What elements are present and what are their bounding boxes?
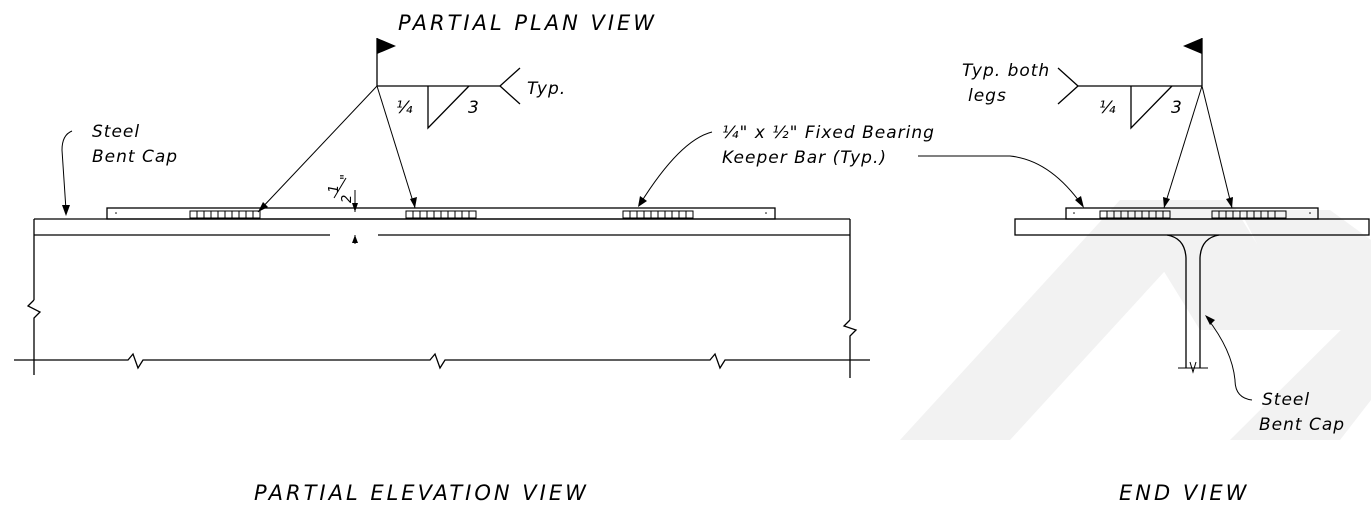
weld-size-end: ¼: [1099, 98, 1116, 118]
dim-denominator: 2: [340, 195, 355, 203]
end-weld-bead-1: [1099, 210, 1171, 219]
weld-length-elevation: 3: [468, 98, 480, 118]
end-cap-label-line2: Bent Cap: [1259, 415, 1345, 435]
keeper-bar-label-line2: Keeper Bar (Typ.): [722, 148, 887, 168]
weld-bead-2: [405, 210, 477, 219]
end-web: [1166, 234, 1220, 374]
weld-callout-end: [1057, 38, 1233, 209]
plan-view-title: PARTIAL PLAN VIEW: [398, 11, 657, 35]
watermark: [900, 200, 1371, 440]
keeper-bar-label-line1: ¼" x ½" Fixed Bearing: [722, 123, 935, 143]
field-weld-flag-icon: [377, 38, 396, 54]
cap-label-line1: Steel: [92, 122, 140, 142]
weld-callout-elevation: [257, 38, 521, 213]
weld-note-end-line1: Typ. both: [962, 61, 1050, 81]
cap-label-line2: Bent Cap: [92, 147, 178, 167]
keeper-bar-end: [1065, 207, 1319, 220]
keeper-bar-leader-elevation: [638, 131, 713, 207]
weld-length-end: 3: [1171, 98, 1183, 118]
weld-note-elevation: Typ.: [527, 79, 566, 99]
weld-size-elevation: ¼: [396, 98, 413, 118]
bent-cap-flange: [33, 218, 851, 236]
keeper-bar-elevation: [106, 207, 776, 220]
weld-bead-1: [189, 210, 261, 219]
end-view: Typ. both legs ¼ 3 Steel Bent Cap END VI…: [962, 38, 1370, 505]
elevation-view: 1 2 " Steel Bent Cap ¼ 3 Typ.: [14, 38, 1084, 505]
weld-note-end-line2: legs: [968, 86, 1007, 106]
half-inch-dimension: 1 2 ": [327, 174, 358, 244]
elevation-view-title: PARTIAL ELEVATION VIEW: [254, 481, 589, 505]
end-weld-bead-2: [1211, 210, 1287, 219]
end-view-title: END VIEW: [1119, 481, 1249, 505]
end-cap-label-line1: Steel: [1262, 390, 1310, 410]
break-line: [14, 352, 870, 370]
bent-cap-web: [26, 235, 858, 378]
field-weld-flag-icon-end: [1183, 38, 1202, 54]
weld-bead-3: [622, 210, 694, 219]
end-cap-leader: [1205, 315, 1253, 401]
keeper-bar-leader-end: [918, 155, 1084, 208]
dim-inch-mark: ": [339, 174, 354, 180]
steel-bent-cap-leader: [61, 130, 73, 216]
dim-numerator: 1: [327, 185, 342, 193]
